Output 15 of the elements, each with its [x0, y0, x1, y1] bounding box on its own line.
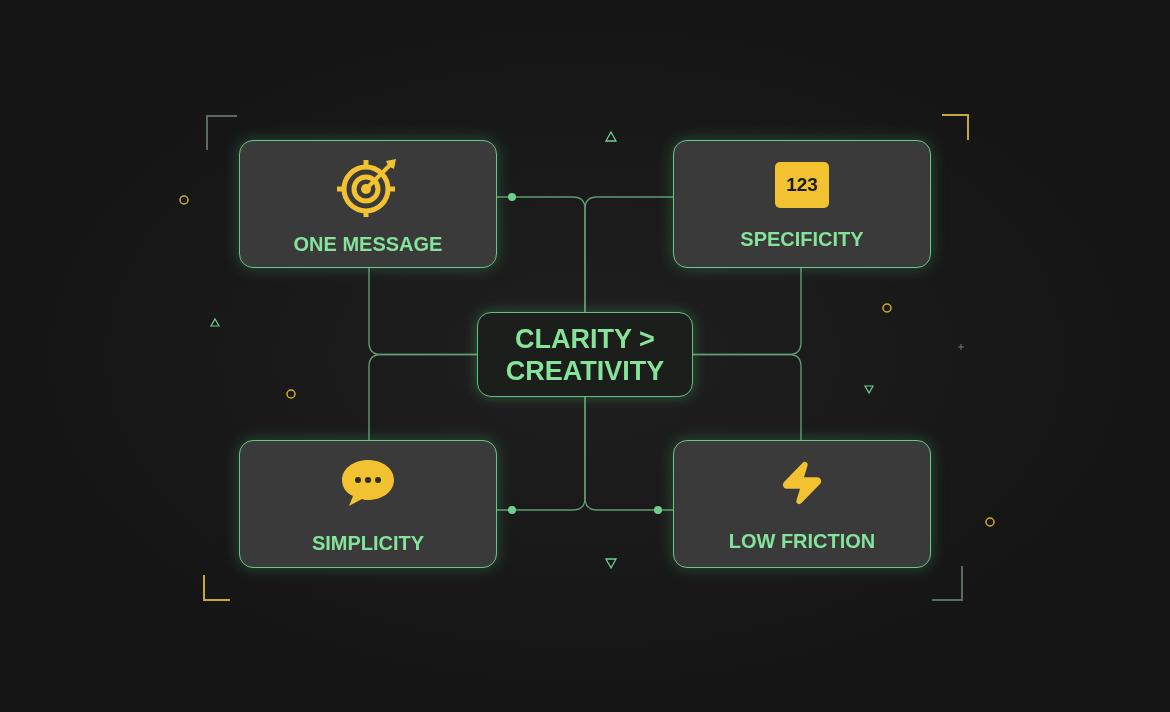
concept-card [673, 140, 931, 268]
concept-card [239, 440, 497, 568]
connector-line [692, 353, 802, 441]
concept-card [673, 440, 931, 568]
connector-line [584, 196, 674, 313]
card-title: ONE MESSAGE [293, 232, 443, 257]
number-badge-icon: 123 [775, 162, 829, 208]
central-box [477, 312, 693, 397]
concept-card [239, 140, 497, 268]
connector-line [584, 396, 674, 511]
connector-line [368, 353, 478, 441]
central-title: CLARITY > CREATIVITY [504, 322, 666, 387]
card-title: SIMPLICITY [311, 531, 425, 556]
card-title: SPECIFICITY [740, 227, 864, 252]
card-title: LOW FRICTION [728, 529, 876, 554]
